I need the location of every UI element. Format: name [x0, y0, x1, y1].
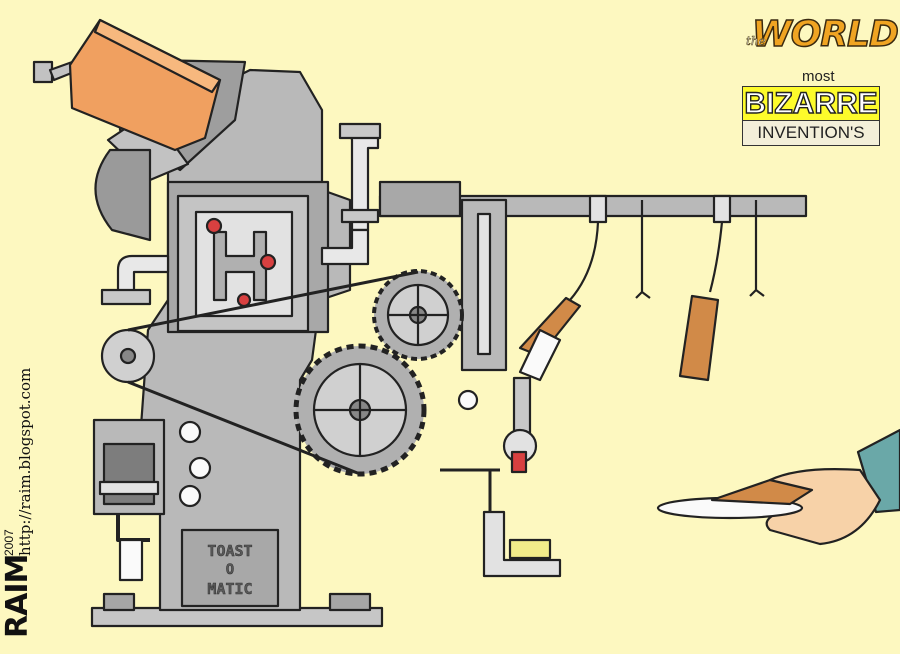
cross-arm-bracket — [378, 180, 462, 218]
panel-knob-mid — [259, 253, 277, 271]
logo-the: the — [746, 34, 766, 49]
pulley-hub — [119, 347, 137, 365]
hook-clamp-1 — [588, 194, 608, 224]
hopper-gear — [94, 148, 152, 242]
pipe-flange-top — [338, 122, 382, 140]
pipe-left-flange — [100, 288, 152, 306]
nameplate-line-3: MATIC — [207, 580, 252, 598]
drive-belt — [127, 270, 419, 476]
credit-year: 2007 — [2, 529, 16, 556]
pipe-elbow — [320, 228, 370, 266]
nameplate — [180, 528, 280, 608]
credit-url: http://raim.blogspot.com — [16, 367, 34, 556]
crumbs — [508, 538, 552, 560]
hook-clamp-2 — [712, 194, 732, 224]
gear-upper-spokes — [388, 285, 448, 345]
vertical-rail-slot — [476, 212, 492, 356]
world-most-bizarre-logo: WORLD the most BIZARRE INVENTION'S — [740, 13, 900, 146]
crumb-tray — [482, 510, 562, 578]
hook-wire-1 — [569, 221, 600, 301]
gauge-1 — [178, 420, 202, 444]
floor-block-right — [328, 592, 372, 612]
hook-wire-3 — [708, 221, 724, 293]
artist-signature: RAIM — [0, 554, 35, 638]
brush-tip — [510, 450, 528, 474]
plated-toast — [710, 478, 814, 506]
hopper-latch — [32, 60, 54, 84]
gear-lower-spokes — [314, 364, 406, 456]
gauge-2 — [188, 456, 212, 480]
panel-knob-top — [205, 217, 223, 235]
panel-knob-bottom — [236, 292, 252, 308]
nameplate-line-2: O — [226, 562, 234, 578]
syringe — [118, 538, 144, 582]
syringe-pipe — [116, 514, 150, 542]
tray-support — [440, 468, 500, 512]
floor-block-left — [102, 592, 136, 612]
logo-world: WORLD — [751, 13, 899, 56]
logo-most: most — [802, 68, 835, 85]
shift-gate — [212, 230, 268, 302]
gauge-4 — [457, 389, 479, 411]
motor-band — [98, 480, 160, 496]
hook-wire-2 — [635, 200, 651, 299]
toast-slice-hanging — [678, 294, 720, 382]
bread-top — [93, 18, 222, 94]
logo-inventions: INVENTION'S — [757, 123, 865, 142]
pipe-flange-mid — [340, 208, 380, 224]
logo-bizarre: BIZARRE — [744, 86, 879, 120]
hook-wire-4 — [749, 200, 765, 297]
logo-inventions-box: INVENTION'S — [742, 120, 880, 146]
brush-bristles — [518, 328, 562, 382]
logo-bizarre-box: BIZARRE — [742, 86, 880, 122]
nameplate-line-1: TOAST — [207, 542, 252, 560]
gauge-3 — [178, 484, 202, 508]
